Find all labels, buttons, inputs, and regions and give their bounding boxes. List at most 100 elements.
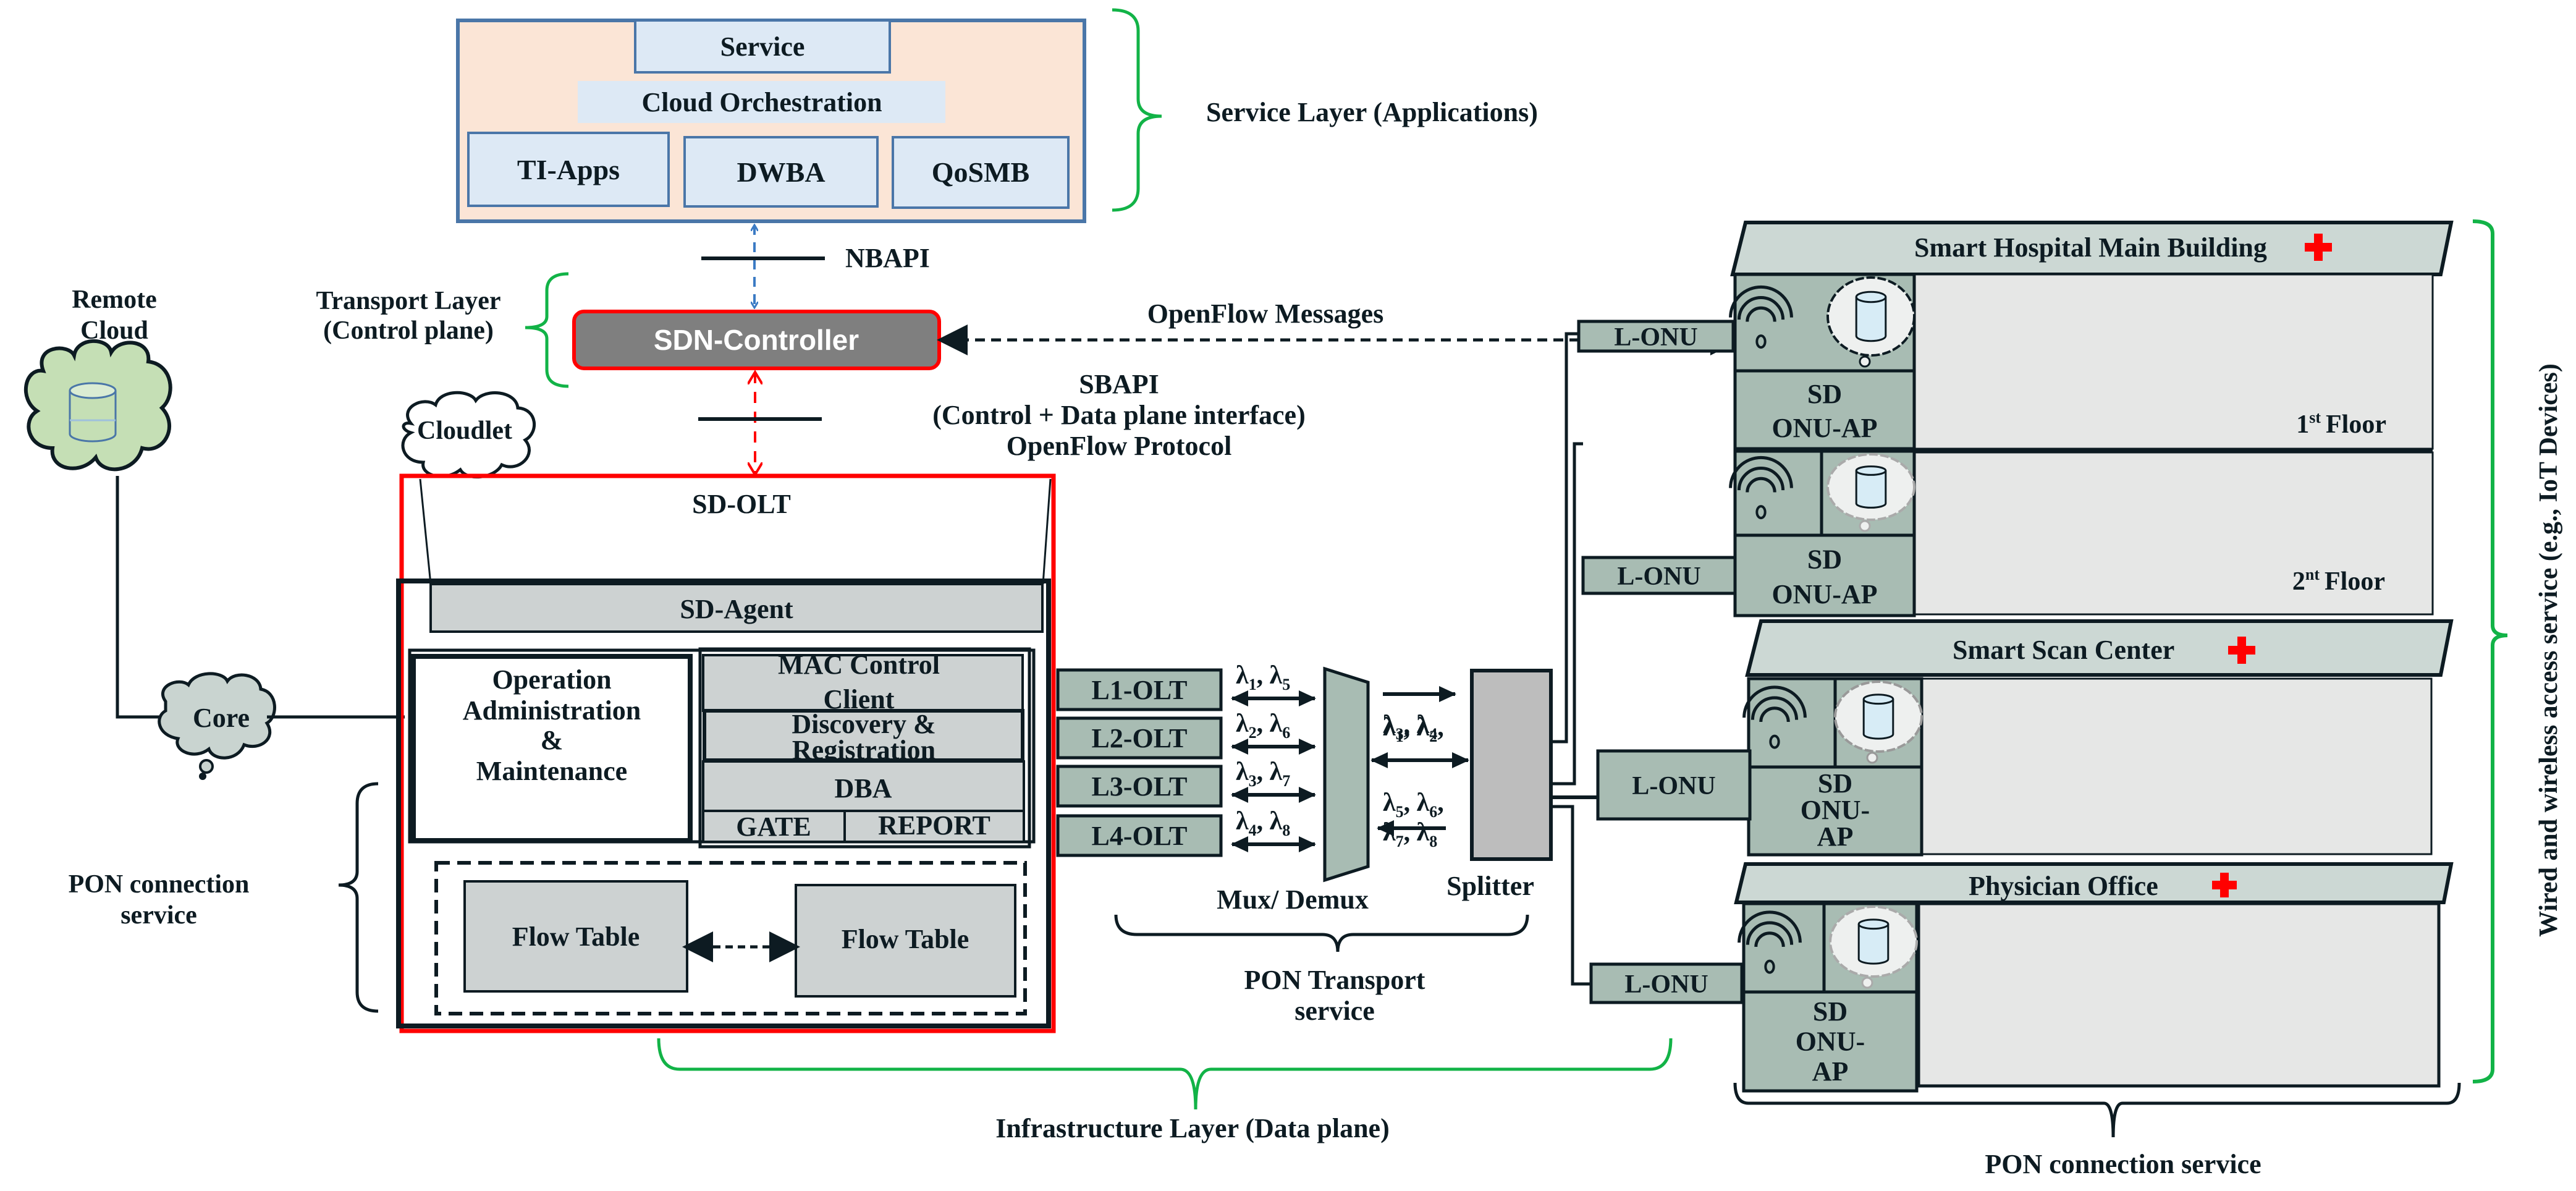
mux-demux[interactable] (1323, 666, 1370, 883)
service-layer: Service Cloud Orchestration TI-Apps DWBA… (456, 19, 1086, 223)
mux-demux-label: Mux/ Demux (1217, 884, 1369, 915)
sd-agent[interactable] (429, 583, 1044, 633)
l-onu[interactable]: L-ONU (1577, 320, 1735, 353)
flow-table-2[interactable] (795, 884, 1016, 998)
app-qosmb[interactable] (892, 136, 1070, 209)
mac-control-client[interactable] (702, 654, 1024, 712)
wifi-icon (1742, 685, 1807, 749)
app-dwba[interactable] (683, 136, 879, 208)
line-card-box (1056, 814, 1223, 857)
app-ti-apps[interactable] (467, 132, 670, 207)
l-onu-label: L-ONU (1632, 772, 1715, 800)
discovery-registration[interactable] (703, 709, 1024, 762)
report-box[interactable] (843, 810, 1025, 843)
onu-ap-label: SD (1818, 768, 1852, 799)
app-qosmb-label: QoSMB (932, 156, 1029, 188)
access-service-label: Wired and wireless access service (e.g.,… (2535, 363, 2563, 937)
lambda-symbol: λ (1383, 789, 1396, 817)
l-onu[interactable]: L-ONU (1589, 962, 1744, 1004)
openflow-protocol-label: OpenFlow Protocol (1007, 431, 1232, 461)
line-card-wavelengths: λ4, λ8 (1236, 807, 1290, 839)
oam-box[interactable] (411, 654, 693, 843)
floor-1-number: 1 (2296, 410, 2309, 439)
nbapi-label: NBAPI (845, 243, 930, 273)
lambda-index: 6 (1282, 724, 1290, 742)
line-card-box (1056, 716, 1223, 760)
cloud-orchestration-box[interactable] (578, 81, 945, 123)
oam-label-3: & (541, 725, 564, 755)
cloudlet-shape (401, 391, 536, 479)
l-onu-box (1577, 320, 1735, 353)
onu-ap-label: SD (1807, 379, 1842, 409)
edge-cloud-storage-icon (1826, 453, 1915, 532)
line-card-label: L3-OLT (1092, 771, 1188, 802)
service-layer-brace (1112, 8, 1162, 212)
pon-connection-left-label-2: service (120, 901, 197, 930)
core-cloud-tail (199, 759, 214, 774)
l-onu-box (1589, 962, 1744, 1004)
onu-ap-label: SD (1807, 545, 1842, 575)
line-card-wavelengths: λ2, λ6 (1236, 710, 1290, 742)
core-cloud-shape (158, 672, 276, 760)
building-roof (1734, 862, 2454, 904)
lambda-index: 2 (1249, 724, 1257, 742)
line-card-label: L2-OLT (1092, 723, 1188, 753)
lambda-separator: , (1257, 710, 1270, 738)
transport-layer-label-1: Transport Layer (316, 287, 500, 315)
dba-box[interactable] (702, 760, 1025, 812)
splitter-wavelength-group: λ7, λ8 (1383, 818, 1437, 850)
report-label: REPORT (878, 810, 990, 841)
service-box[interactable] (634, 19, 891, 74)
onu-units: SDONU-APSDONU-APSDONU-APSDONU-APL-ONUL-O… (1577, 273, 1924, 1093)
lambda-index: 3 (1249, 772, 1257, 790)
line-card-box (1056, 668, 1223, 711)
sd-olt: SD-OLT SD-Agent Operation Administration… (396, 473, 1056, 1033)
l-onu[interactable]: L-ONU (1581, 556, 1737, 595)
remote-cloud[interactable] (24, 339, 172, 472)
splitter-label: Splitter (1446, 871, 1534, 901)
pon-transport-label-2: service (1294, 996, 1374, 1026)
wifi-icon (1729, 285, 1793, 349)
l-onu-label: L-ONU (1614, 323, 1697, 352)
pon-connection-left-label-1: PON connection (69, 870, 250, 899)
onu-ap-label-panel (1733, 369, 1916, 451)
edge-cloud-storage-icon (1826, 276, 1915, 368)
lambda-symbol: λ (1236, 710, 1249, 738)
lambda-separator: , (1257, 758, 1270, 786)
sd-agent-label: SD-Agent (680, 594, 793, 624)
lambda-symbol: λ (1383, 713, 1396, 742)
onu-ap-label-panel (1733, 533, 1916, 617)
core-cloud[interactable]: Core (158, 672, 276, 780)
flow-table-1[interactable] (463, 880, 688, 993)
sd-olt-body (396, 579, 1051, 1028)
lambda-separator: , (1437, 789, 1444, 817)
sbapi-label: SBAPI (1079, 369, 1159, 399)
lambda-index: 3 (1396, 725, 1404, 743)
gate-label: GATE (736, 812, 811, 842)
sd-onu-ap[interactable]: SD ONU-AP (1729, 273, 1916, 451)
cloudlet[interactable]: Cloudlet (401, 391, 536, 479)
transport-layer-brace (525, 272, 569, 388)
wifi-icon (1729, 456, 1793, 520)
lambda-symbol: λ (1236, 807, 1249, 836)
pon-connection-left-brace (338, 782, 379, 1013)
lambda-separator: , (1404, 711, 1417, 739)
building-smart-scan-center[interactable]: Smart Scan Center (1745, 619, 2454, 855)
onu-ap-label: ONU-AP (1772, 413, 1877, 443)
red-cross-icon (2212, 873, 2237, 897)
fiber-link-onu-4 (1551, 805, 1591, 986)
building-physician-office[interactable]: Physician Office (1734, 862, 2454, 1088)
splitter[interactable] (1470, 669, 1553, 861)
onu-ap-label: AP (1812, 1056, 1849, 1087)
l-onu[interactable]: L-ONU (1596, 749, 1752, 821)
